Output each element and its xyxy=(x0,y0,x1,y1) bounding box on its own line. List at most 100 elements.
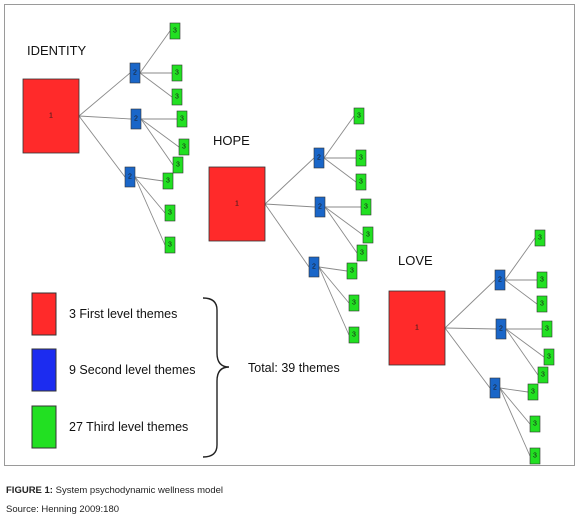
third-level-theme-node xyxy=(537,366,549,384)
tree-edge xyxy=(323,115,355,159)
first-level-theme-node xyxy=(208,166,266,242)
third-level-theme-node xyxy=(529,415,541,433)
third-level-theme-node xyxy=(543,348,555,366)
tree-edges xyxy=(78,30,545,457)
legend-swatch-second-level xyxy=(31,348,57,392)
tree-title: LOVE xyxy=(398,253,433,268)
second-level-theme-node xyxy=(313,147,325,169)
third-level-node-label: 3 xyxy=(350,268,354,275)
third-level-theme-node xyxy=(353,107,365,125)
second-level-node-label: 2 xyxy=(134,116,138,123)
tree-edge xyxy=(78,72,131,117)
tree-edge xyxy=(78,115,126,178)
wellness-model-diagram: 133323332333213332333233321333233323332 … xyxy=(22,22,555,465)
third-level-node-label: 3 xyxy=(541,372,545,379)
tree-edge xyxy=(134,176,166,246)
third-level-theme-node xyxy=(362,226,374,244)
third-level-theme-node xyxy=(162,172,174,190)
third-level-node-label: 3 xyxy=(538,235,542,242)
third-level-theme-node xyxy=(541,320,553,338)
third-level-theme-node xyxy=(527,383,539,401)
tree-edge xyxy=(140,118,174,166)
tree-edge xyxy=(505,328,545,358)
second-level-node-label: 2 xyxy=(493,385,497,392)
tree-title: HOPE xyxy=(213,133,250,148)
third-level-node-label: 3 xyxy=(357,113,361,120)
third-level-node-label: 3 xyxy=(533,421,537,428)
third-level-node-label: 3 xyxy=(533,453,537,460)
figure-label: FIGURE 1: xyxy=(6,485,53,496)
third-level-theme-node xyxy=(171,88,183,106)
third-level-theme-node xyxy=(171,64,183,82)
tree-edge xyxy=(264,203,310,268)
tree-edge xyxy=(264,157,315,205)
legend-swatch-first-level xyxy=(31,292,57,336)
third-level-node-label: 3 xyxy=(540,277,544,284)
first-level-node-label: 1 xyxy=(235,201,239,208)
third-level-node-label: 3 xyxy=(359,179,363,186)
tree-edge xyxy=(504,279,538,305)
third-level-theme-node xyxy=(164,236,176,254)
third-level-node-label: 3 xyxy=(175,70,179,77)
tree-edge xyxy=(499,387,529,393)
third-level-node-label: 3 xyxy=(176,162,180,169)
second-level-node-label: 2 xyxy=(318,204,322,211)
first-level-node-label: 1 xyxy=(415,325,419,332)
third-level-node-label: 3 xyxy=(168,210,172,217)
tree-edge xyxy=(504,237,536,281)
first-level-theme-node xyxy=(22,78,80,154)
second-level-theme-node xyxy=(130,108,142,130)
third-level-node-label: 3 xyxy=(547,354,551,361)
second-level-theme-node xyxy=(489,377,501,399)
third-level-node-label: 3 xyxy=(352,332,356,339)
second-level-theme-node xyxy=(308,256,320,278)
legend: 3 First level themes 9 Second level theme… xyxy=(31,292,340,458)
tree-edge xyxy=(499,387,531,457)
tree-edge xyxy=(444,327,497,330)
third-level-theme-node xyxy=(348,294,360,312)
third-level-node-label: 3 xyxy=(359,155,363,162)
figure-caption: FIGURE 1: System psychodynamic wellness … xyxy=(6,485,223,496)
second-level-node-label: 2 xyxy=(499,326,503,333)
tree-edge xyxy=(78,115,132,120)
tree-edge xyxy=(324,206,358,254)
legend-swatch-third-level xyxy=(31,405,57,449)
legend-label-first-level: 3 First level themes xyxy=(69,307,177,321)
second-level-theme-node xyxy=(124,166,136,188)
third-level-theme-node xyxy=(536,271,548,289)
third-level-theme-node xyxy=(360,198,372,216)
tree-edge xyxy=(139,30,171,74)
third-level-theme-node xyxy=(346,262,358,280)
tree-edge xyxy=(139,72,173,98)
second-level-theme-node xyxy=(494,269,506,291)
tree-edge xyxy=(444,327,491,389)
third-level-node-label: 3 xyxy=(175,94,179,101)
third-level-node-label: 3 xyxy=(366,232,370,239)
legend-total: Total: 39 themes xyxy=(248,361,340,375)
third-level-node-label: 3 xyxy=(531,389,535,396)
third-level-theme-node xyxy=(356,244,368,262)
second-level-theme-node xyxy=(495,318,507,340)
legend-label-third-level: 27 Third level themes xyxy=(69,420,188,434)
third-level-theme-node xyxy=(355,173,367,191)
third-level-theme-node xyxy=(536,295,548,313)
third-level-theme-node xyxy=(172,156,184,174)
third-level-theme-node xyxy=(176,110,188,128)
third-level-node-label: 3 xyxy=(540,301,544,308)
legend-label-second-level: 9 Second level themes xyxy=(69,363,195,377)
third-level-node-label: 3 xyxy=(173,28,177,35)
second-level-node-label: 2 xyxy=(498,277,502,284)
third-level-node-label: 3 xyxy=(545,326,549,333)
tree-edge xyxy=(318,266,350,336)
second-level-node-label: 2 xyxy=(133,70,137,77)
legend-brace xyxy=(202,297,230,458)
third-level-theme-node xyxy=(348,326,360,344)
third-level-theme-node xyxy=(164,204,176,222)
figure-caption-text: System psychodynamic wellness model xyxy=(52,485,223,496)
tree-edge xyxy=(264,203,316,208)
third-level-theme-node xyxy=(178,138,190,156)
third-level-node-label: 3 xyxy=(168,242,172,249)
tree-edge xyxy=(444,279,496,329)
